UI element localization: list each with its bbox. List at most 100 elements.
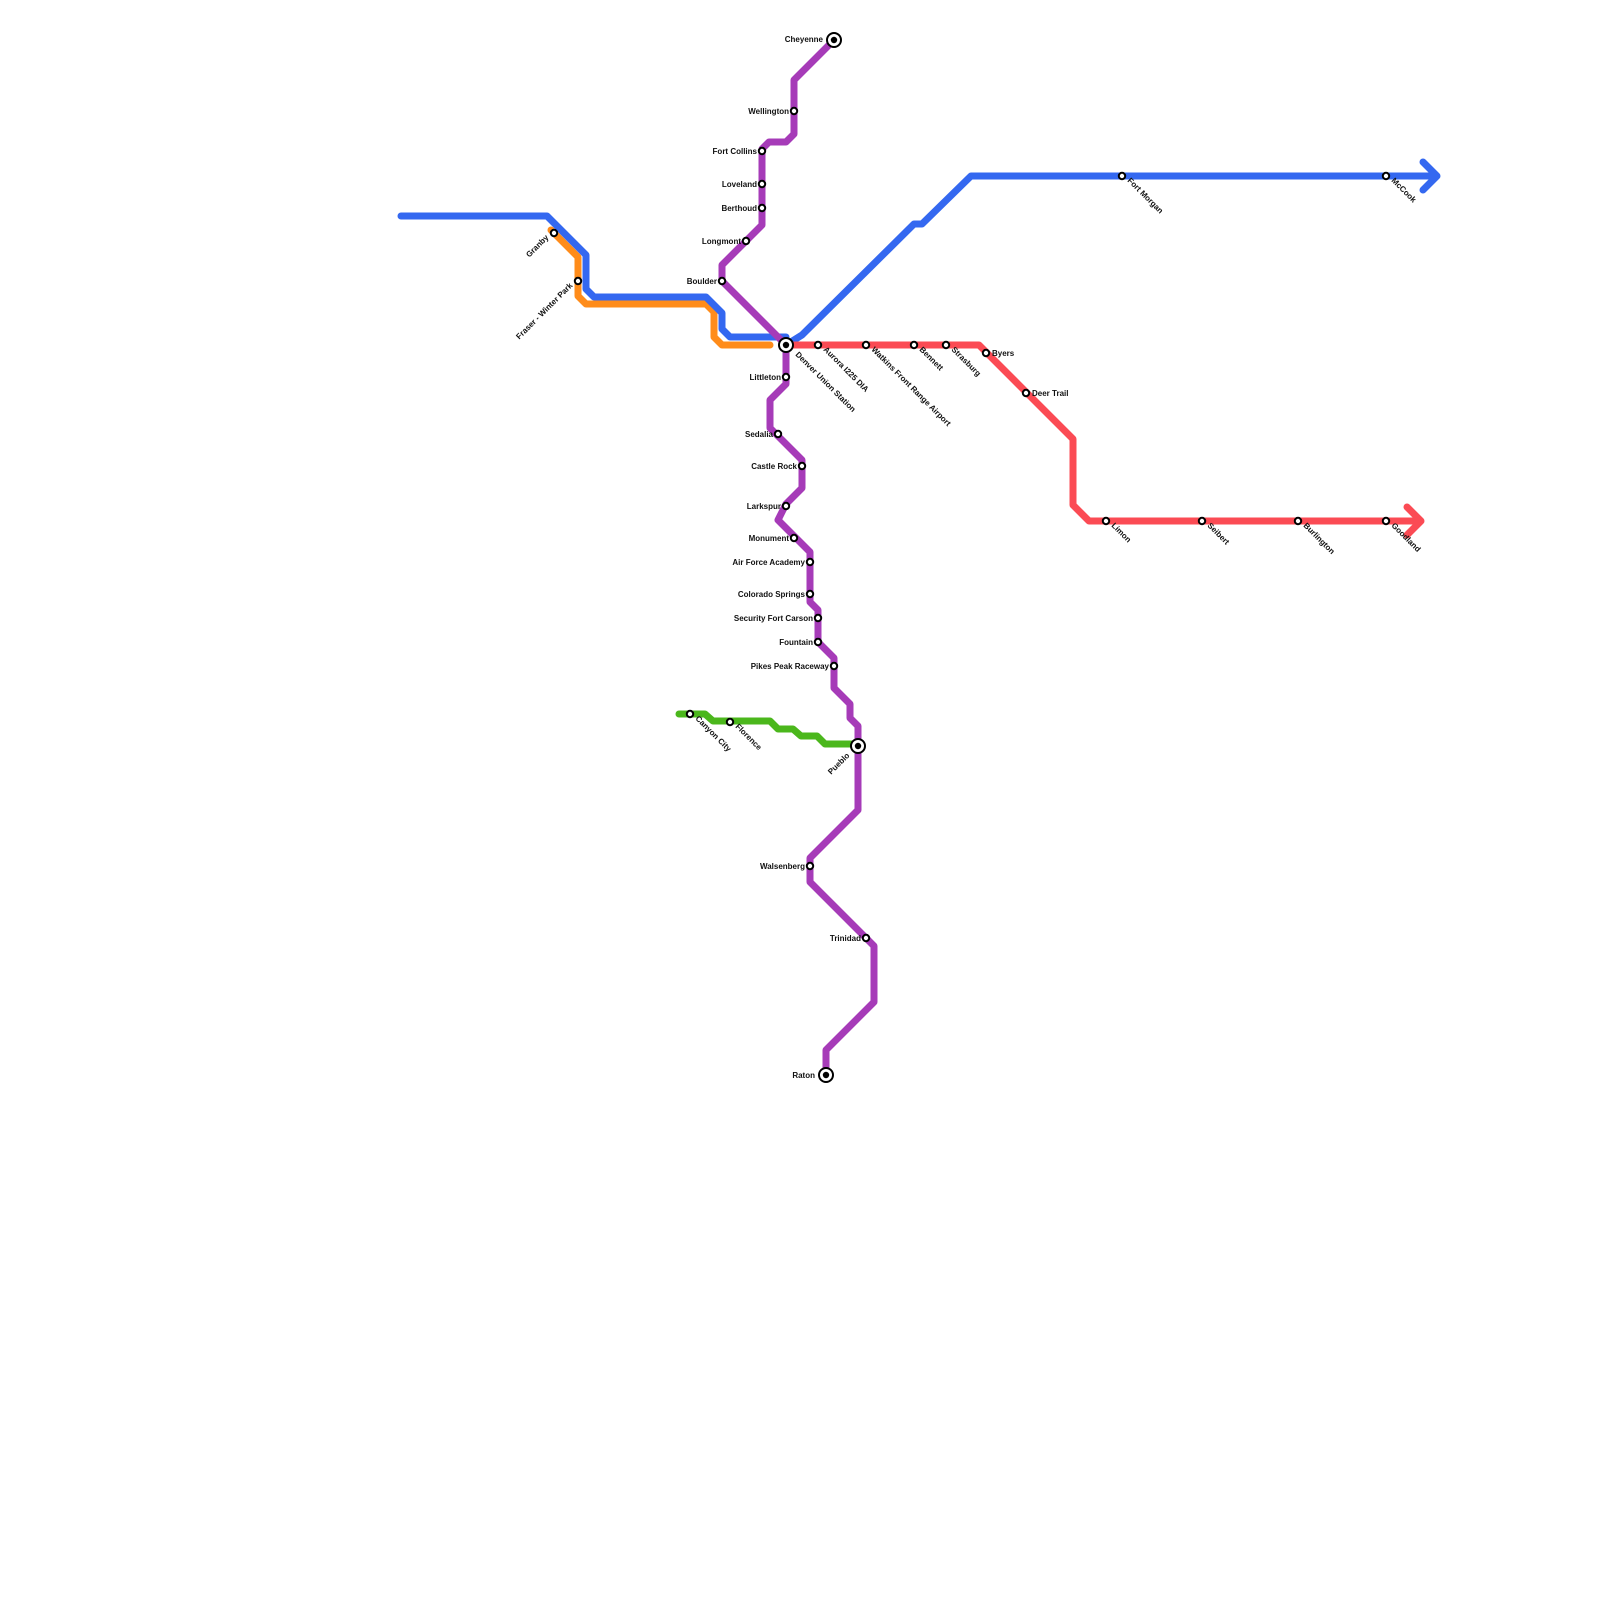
station-walsenberg[interactable]: Walsenberg [760, 861, 815, 871]
station-marker-icon [1101, 516, 1111, 526]
station-air-force-academy[interactable]: Air Force Academy [732, 557, 815, 567]
station-marker-icon [861, 340, 871, 350]
route-line-orange [547, 226, 774, 349]
station-granby[interactable]: Granby [524, 228, 559, 259]
station-marker-icon [573, 276, 583, 286]
station-label-strasburg: Strasburg [950, 345, 983, 378]
station-label-castle-rock: Castle Rock [751, 462, 797, 471]
station-label-fraser-winter-park: Fraser - Winter Park [514, 281, 574, 341]
station-trinidad[interactable]: Trinidad [830, 933, 871, 943]
station-label-cheyenne: Cheyenne [785, 35, 824, 44]
station-wellington[interactable]: Wellington [748, 106, 799, 116]
station-label-monument: Monument [749, 534, 790, 543]
station-label-fountain: Fountain [779, 638, 813, 647]
station-longmont[interactable]: Longmont [702, 236, 751, 246]
station-raton[interactable]: Raton [792, 1067, 834, 1083]
station-boulder[interactable]: Boulder [687, 276, 727, 286]
station-marker-icon [757, 146, 767, 156]
station-label-longmont: Longmont [702, 237, 741, 246]
station-cheyenne[interactable]: Cheyenne [785, 32, 842, 48]
blue-line-arrow-icon [1419, 158, 1441, 194]
station-berthoud[interactable]: Berthoud [721, 203, 767, 213]
red-line-arrow-icon [1403, 503, 1425, 539]
station-marker-icon [829, 661, 839, 671]
station-marker-icon [781, 501, 791, 511]
station-littleton[interactable]: Littleton [749, 372, 791, 382]
station-label-larkspur: Larkspur [747, 502, 781, 511]
station-label-air-force-academy: Air Force Academy [732, 558, 805, 567]
station-marker-icon [549, 228, 559, 238]
interchange-dot-icon [782, 341, 790, 349]
station-marker-icon [1021, 388, 1031, 398]
route-line-blue-west [397, 212, 790, 341]
station-label-sedalia: Sedalia [745, 430, 774, 439]
station-label-wellington: Wellington [748, 107, 789, 116]
route-line-red [782, 341, 1420, 525]
station-label-seibert: Seibert [1206, 521, 1232, 547]
station-label-boulder: Boulder [687, 277, 717, 286]
station-label-mccook: McCook [1390, 176, 1419, 205]
station-marker-icon [805, 557, 815, 567]
station-colorado-springs[interactable]: Colorado Springs [738, 589, 815, 599]
station-label-fort-morgan: Fort Morgan [1126, 176, 1165, 215]
station-security-fort-carson[interactable]: Security Fort Carson [734, 613, 823, 623]
station-marker-icon [813, 637, 823, 647]
station-marker-icon [941, 340, 951, 350]
station-marker-icon [789, 533, 799, 543]
station-label-pikes-peak-raceway: Pikes Peak Raceway [751, 662, 830, 671]
station-label-fort-collins: Fort Collins [713, 147, 758, 156]
station-label-burlington: Burlington [1302, 521, 1337, 556]
route-line-green [675, 710, 859, 748]
station-label-byers: Byers [992, 349, 1015, 358]
station-marker-icon [781, 372, 791, 382]
station-marker-icon [741, 236, 751, 246]
station-monument[interactable]: Monument [749, 533, 799, 543]
station-marker-icon [909, 340, 919, 350]
station-label-colorado-springs: Colorado Springs [738, 590, 806, 599]
station-label-pueblo: Pueblo [826, 751, 851, 776]
station-fountain[interactable]: Fountain [779, 637, 823, 647]
station-denver-union-station[interactable]: Denver Union Station [778, 337, 858, 414]
station-label-denver-union-station: Denver Union Station [794, 350, 858, 414]
station-label-walsenberg: Walsenberg [760, 862, 805, 871]
station-loveland[interactable]: Loveland [722, 179, 767, 189]
station-castle-rock[interactable]: Castle Rock [751, 461, 807, 471]
station-label-trinidad: Trinidad [830, 934, 861, 943]
station-marker-icon [1381, 516, 1391, 526]
station-marker-icon [797, 461, 807, 471]
station-marker-icon [813, 613, 823, 623]
station-fort-collins[interactable]: Fort Collins [713, 146, 767, 156]
station-label-deer-trail: Deer Trail [1032, 389, 1068, 398]
station-label-limon: Limon [1110, 521, 1133, 544]
station-marker-icon [1293, 516, 1303, 526]
station-marker-icon [685, 709, 695, 719]
station-label-berthoud: Berthoud [721, 204, 757, 213]
station-label-bennett: Bennett [918, 345, 946, 373]
station-marker-icon [861, 933, 871, 943]
station-label-watkins-front-range-airport: Watkins Front Range Airport [870, 345, 953, 428]
station-marker-icon [805, 861, 815, 871]
station-marker-icon [805, 589, 815, 599]
station-sedalia[interactable]: Sedalia [745, 429, 783, 439]
station-marker-icon [717, 276, 727, 286]
station-marker-icon [773, 429, 783, 439]
station-larkspur[interactable]: Larkspur [747, 501, 791, 511]
station-deer-trail[interactable]: Deer Trail [1021, 388, 1069, 398]
station-watkins-front-range-airport[interactable]: Watkins Front Range Airport [861, 340, 953, 428]
station-pikes-peak-raceway[interactable]: Pikes Peak Raceway [751, 661, 839, 671]
station-marker-icon [1197, 516, 1207, 526]
station-marker-icon [789, 106, 799, 116]
station-label-florence: Florence [734, 722, 764, 752]
station-marker-icon [757, 203, 767, 213]
station-marker-icon [725, 717, 735, 727]
station-marker-icon [1381, 171, 1391, 181]
station-label-littleton: Littleton [749, 373, 781, 382]
station-aurora-i225-dia[interactable]: Aurora I225 DIA [813, 340, 871, 394]
interchange-dot-icon [854, 742, 862, 750]
station-marker-icon [1117, 171, 1127, 181]
station-label-raton: Raton [792, 1071, 815, 1080]
station-fraser-winter-park[interactable]: Fraser - Winter Park [514, 276, 583, 341]
station-byers[interactable]: Byers [981, 348, 1015, 358]
